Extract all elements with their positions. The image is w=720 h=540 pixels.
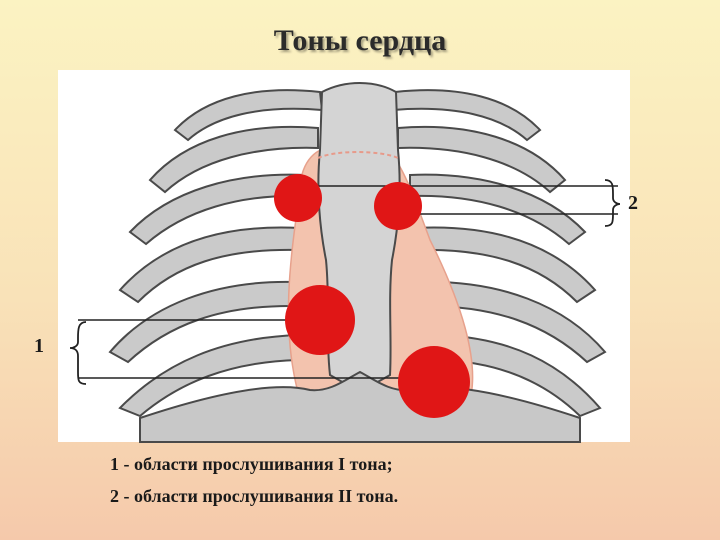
right-rib-3 <box>409 173 587 246</box>
brace-group1 <box>69 321 87 385</box>
auscultation-point-pulmonary <box>374 182 422 230</box>
auscultation-point-mitral <box>398 346 470 418</box>
auscultation-point-aortic <box>274 174 322 222</box>
legend: 1 - области прослушивания I тона; 2 - об… <box>110 448 398 512</box>
left-rib-5 <box>108 280 296 364</box>
right-rib-5 <box>419 280 607 364</box>
label-group1: 1 <box>34 335 44 357</box>
costal-arch <box>139 370 581 443</box>
right-rib-6 <box>439 333 602 418</box>
left-rib-6 <box>118 333 299 418</box>
left-rib-1 <box>173 89 324 142</box>
legend-item-1: 1 - области прослушивания I тона; <box>110 454 393 474</box>
page-title: Тоны сердца <box>273 24 447 57</box>
left-rib-4 <box>118 226 301 304</box>
label-group2: 2 <box>628 192 638 214</box>
auscultation-point-tricuspid <box>285 285 355 355</box>
left-rib-3 <box>128 173 306 246</box>
brace-group2 <box>604 179 621 227</box>
left-rib-2 <box>148 125 319 194</box>
legend-item-2: 2 - области прослушивания II тона. <box>110 486 399 506</box>
rib-cage <box>108 89 607 418</box>
right-rib-4 <box>414 226 597 304</box>
right-rib-1 <box>391 89 542 142</box>
